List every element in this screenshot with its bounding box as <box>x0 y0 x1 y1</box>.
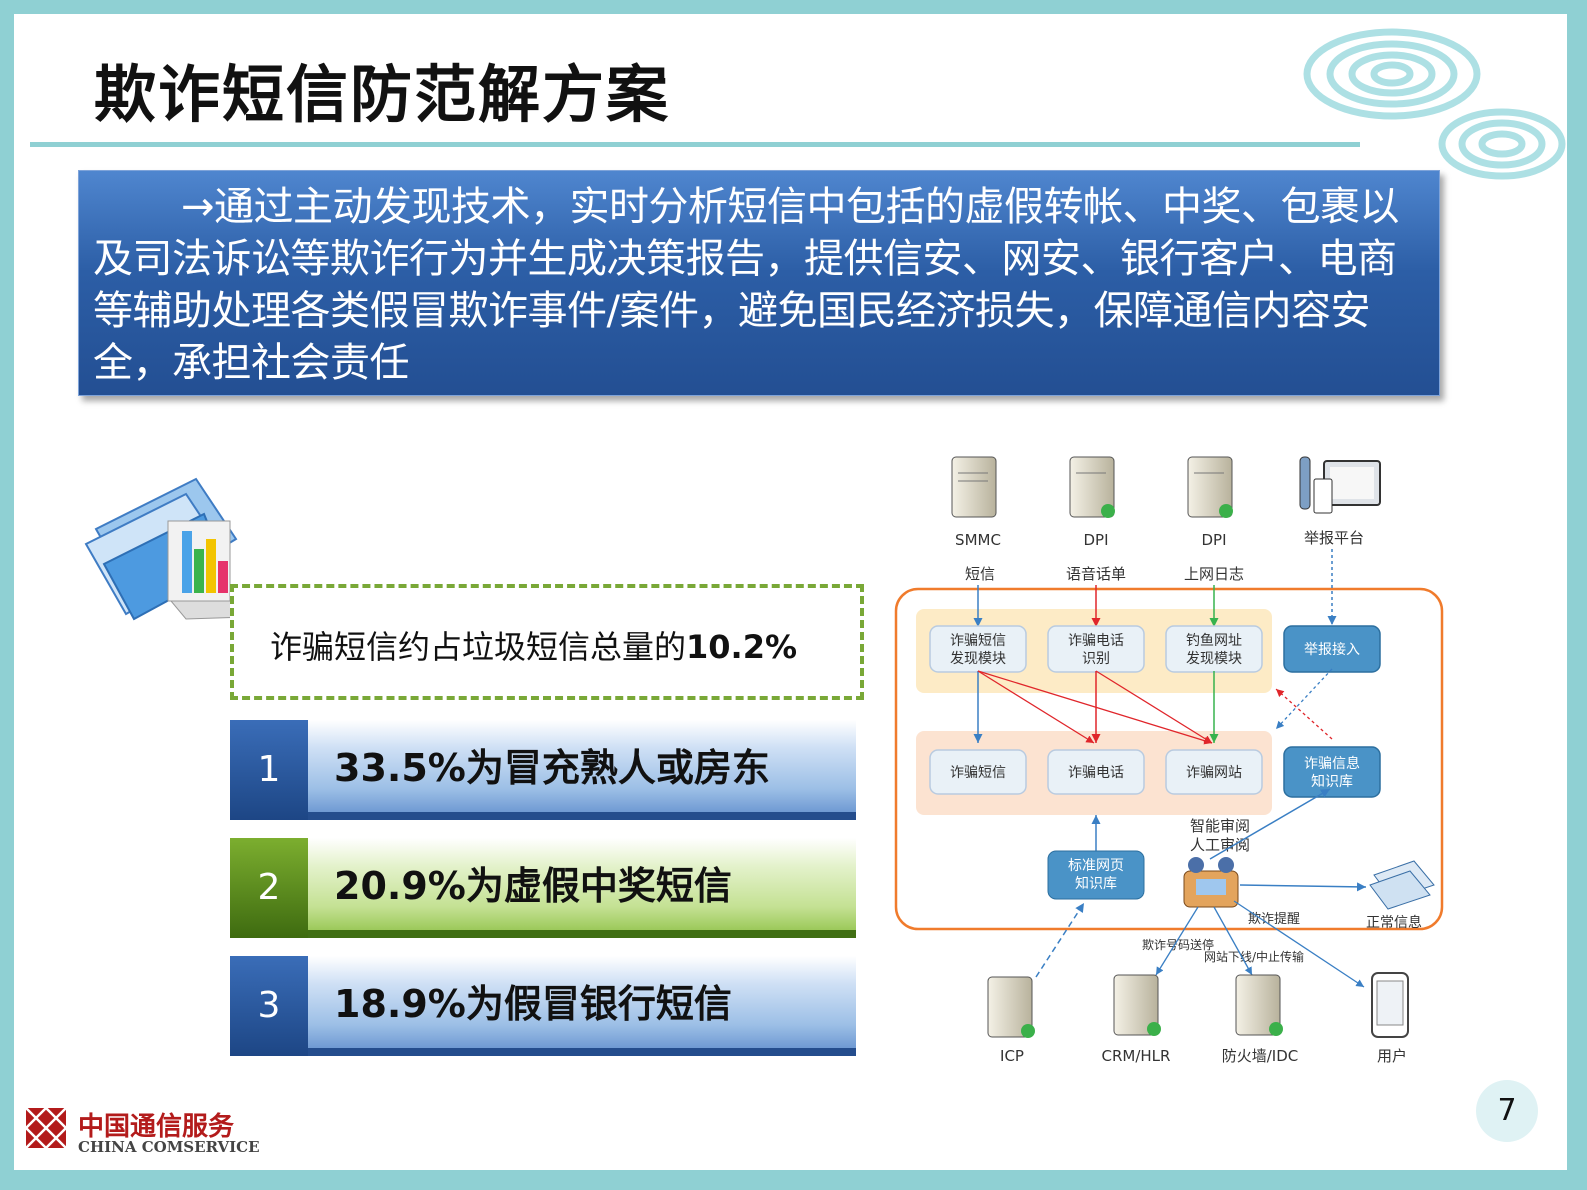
list-item: 1 33.5%为冒充熟人或房东 <box>230 720 856 820</box>
server-icon-dpi-web <box>1187 456 1233 518</box>
item-number: 1 <box>230 720 308 820</box>
item-text: 18.9%为假冒银行短信 <box>308 956 856 1056</box>
module-box-label: 发现模块 <box>950 651 1006 667</box>
summary-text: →通过主动发现技术，实时分析短信中包括的虚假转帐、中奖、包裹以及司法诉讼等欺诈行… <box>93 184 1400 386</box>
folder-chart-icon <box>84 477 248 621</box>
result-box-label: 诈骗网站 <box>1186 765 1242 781</box>
server-icon-dpi-voice <box>1069 456 1115 518</box>
phone-computer-icon <box>1299 456 1381 514</box>
item-text: 33.5%为冒充熟人或房东 <box>308 720 856 820</box>
item-text: 20.9%为虚假中奖短信 <box>308 838 856 938</box>
company-logo: 中国通信服务 CHINA COMSERVICE <box>24 1106 260 1156</box>
fraud-kb-box-label: 知识库 <box>1311 773 1353 790</box>
logo-mark-icon <box>25 1107 67 1149</box>
result-box-label: 诈骗短信 <box>950 765 1006 781</box>
page-title: 欺诈短信防范解方案 <box>94 58 671 131</box>
server-icon-icp <box>987 976 1035 1038</box>
source-data: 语音话单 <box>1066 565 1126 583</box>
list-item: 3 18.9%为假冒银行短信 <box>230 956 856 1056</box>
title-divider <box>30 142 1360 147</box>
review-label-1: 智能审阅 <box>1190 817 1250 835</box>
number-send-label: 欺诈号码送停 <box>1142 937 1214 952</box>
summary-box: →通过主动发现技术，实时分析短信中包括的虚假转帐、中奖、包裹以及司法诉讼等欺诈行… <box>78 170 1440 396</box>
item-number: 2 <box>230 838 308 938</box>
architecture-diagram: SMMC DPI DPI 举报平台 短信 语音话单 上网日志 诈骗短信发现模块诈… <box>894 456 1444 1065</box>
source-name: DPI <box>1201 531 1226 549</box>
reviewers-icon <box>1183 857 1239 908</box>
bottom-label: ICP <box>1000 1047 1024 1065</box>
review-label-2: 人工审阅 <box>1190 836 1250 854</box>
result-box: 诈骗网站 <box>1165 749 1263 795</box>
stat-callout: 诈骗短信约占垃圾短信总量的10.2% <box>230 584 864 700</box>
report-access-box: 举报接入 <box>1283 625 1381 673</box>
kb-line: 知识库 <box>1075 875 1117 892</box>
stat-text: 诈骗短信约占垃圾短信总量的10.2% <box>270 622 797 668</box>
report-access-box-label: 举报接入 <box>1304 641 1360 658</box>
logo-en: CHINA COMSERVICE <box>78 1138 260 1156</box>
result-box: 诈骗电话 <box>1047 749 1145 795</box>
kb-line: 标准网页 <box>1068 858 1124 874</box>
page-number: 7 <box>1476 1080 1538 1142</box>
stat-label: 诈骗短信约占垃圾短信总量的 <box>270 628 687 666</box>
result-box: 诈骗短信 <box>929 749 1027 795</box>
server-icon-crm <box>1113 974 1161 1036</box>
bottom-label: CRM/HLR <box>1102 1047 1171 1065</box>
fraud-kb-box-label: 诈骗信息 <box>1304 755 1360 772</box>
server-icon-firewall <box>1235 974 1283 1036</box>
source-name: DPI <box>1083 531 1108 549</box>
server-icon-smmc <box>951 456 997 518</box>
source-data: 上网日志 <box>1184 565 1244 583</box>
list-item: 2 20.9%为虚假中奖短信 <box>230 838 856 938</box>
site-down-label: 网站下线/中止传输 <box>1204 949 1304 964</box>
logo-cn: 中国通信服务 <box>78 1112 235 1142</box>
normal-info-label: 正常信息 <box>1366 914 1422 931</box>
module-box-label: 钓鱼网址 <box>1186 632 1242 649</box>
result-box-label: 诈骗电话 <box>1068 765 1124 781</box>
slide: 欺诈短信防范解方案 →通过主动发现技术，实时分析短信中包括的虚假转帐、中奖、包裹… <box>14 14 1567 1170</box>
system-boundary <box>894 587 1444 931</box>
item-number: 3 <box>230 956 308 1056</box>
module-box-label: 诈骗短信 <box>950 633 1006 649</box>
module-box-label: 发现模块 <box>1186 651 1242 667</box>
mobile-phone-icon <box>1371 972 1409 1038</box>
source-name: 举报平台 <box>1304 529 1364 547</box>
documents-icon <box>1369 860 1435 910</box>
module-box-label: 诈骗电话 <box>1068 633 1124 649</box>
source-data: 短信 <box>965 565 995 583</box>
source-name: SMMC <box>955 531 1001 549</box>
module-box-label: 识别 <box>1082 651 1110 667</box>
bottom-label: 防火墙/IDC <box>1222 1047 1299 1065</box>
standard-kb-box <box>1047 850 1145 900</box>
bottom-label: 用户 <box>1377 1047 1407 1065</box>
swirl-decoration <box>1303 28 1566 180</box>
stat-value: 10.2% <box>686 628 798 666</box>
alert-label: 欺诈提醒 <box>1248 911 1300 927</box>
